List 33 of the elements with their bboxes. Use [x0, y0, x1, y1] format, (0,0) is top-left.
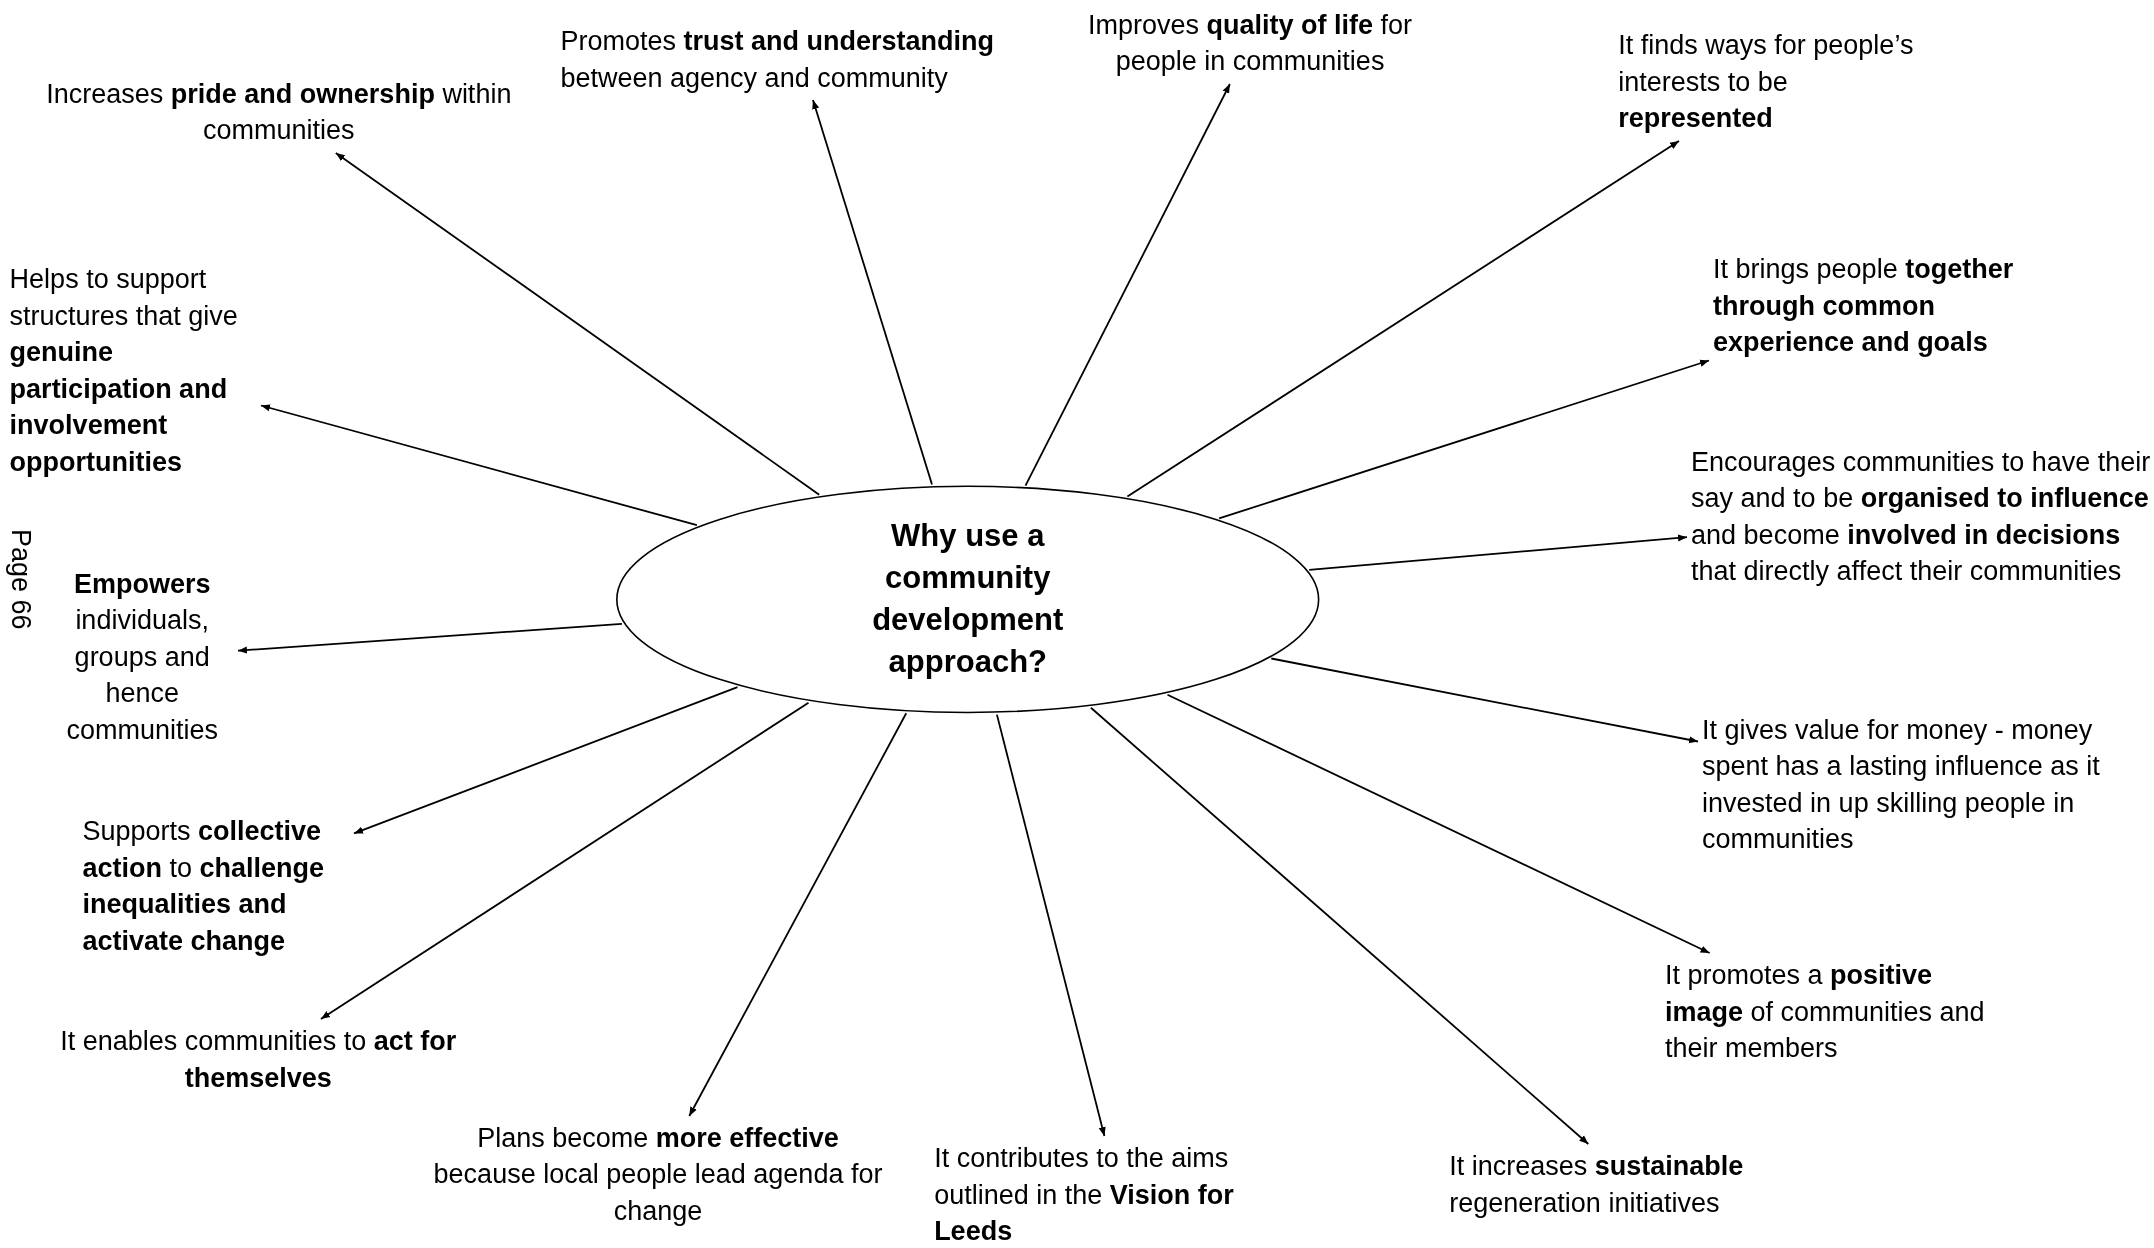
central-ellipse — [614, 483, 1322, 715]
benefit-text: Plans become more effective because local people lead agenda for change — [431, 1119, 885, 1230]
central-question: Why use a community development approach? — [871, 516, 1065, 681]
arrow — [1126, 140, 1680, 498]
benefit-text: It increases sustainable regeneration initiatives — [1449, 1148, 1821, 1222]
benefit-text: Increases pride and ownership within communities — [38, 75, 520, 149]
arrow — [1090, 706, 1590, 1145]
arrow — [1270, 657, 1699, 744]
benefit-text: Supports collective action to challenge inequalities and activate change — [82, 813, 351, 960]
arrow — [237, 622, 623, 654]
arrow — [996, 713, 1106, 1137]
page-number: Page 66 — [6, 528, 36, 630]
arrow — [260, 404, 698, 527]
benefit-text: Helps to support structures that give genuine participation and involvement opportunities — [9, 261, 257, 480]
arrow — [320, 701, 810, 1020]
arrow — [1218, 359, 1710, 520]
benefit-text: It promotes a positive image of communities and their members — [1664, 957, 2002, 1067]
benefit-text: It gives value for money - money spent has a lasting influence as it invested in up skilling people in communities — [1702, 711, 2142, 858]
benefit-text: Encourages communities to have their say and to be organised to influence and become involved in decisions that directly affect their communities — [1691, 443, 2152, 590]
arrow — [1308, 534, 1688, 571]
arrow — [334, 152, 821, 496]
arrow — [812, 99, 933, 486]
benefit-text: Empowers individuals, groups and hence communities — [49, 565, 235, 749]
benefit-text: It enables communities to act for themselves — [11, 1023, 506, 1097]
benefit-text: It contributes to the aims outlined in the Vision for Leeds — [934, 1140, 1305, 1248]
arrow — [1166, 693, 1711, 954]
benefit-text: Promotes trust and understanding between agency and community — [560, 23, 1042, 97]
arrow — [353, 686, 739, 835]
benefit-text: Improves quality of life for people in communities — [1046, 6, 1454, 80]
benefit-text: It finds ways for people’s interests to be represented — [1618, 27, 1924, 137]
arrow — [1024, 83, 1231, 487]
arrow — [688, 712, 908, 1117]
benefit-text: It brings people together through common experience and goals — [1713, 251, 2043, 361]
